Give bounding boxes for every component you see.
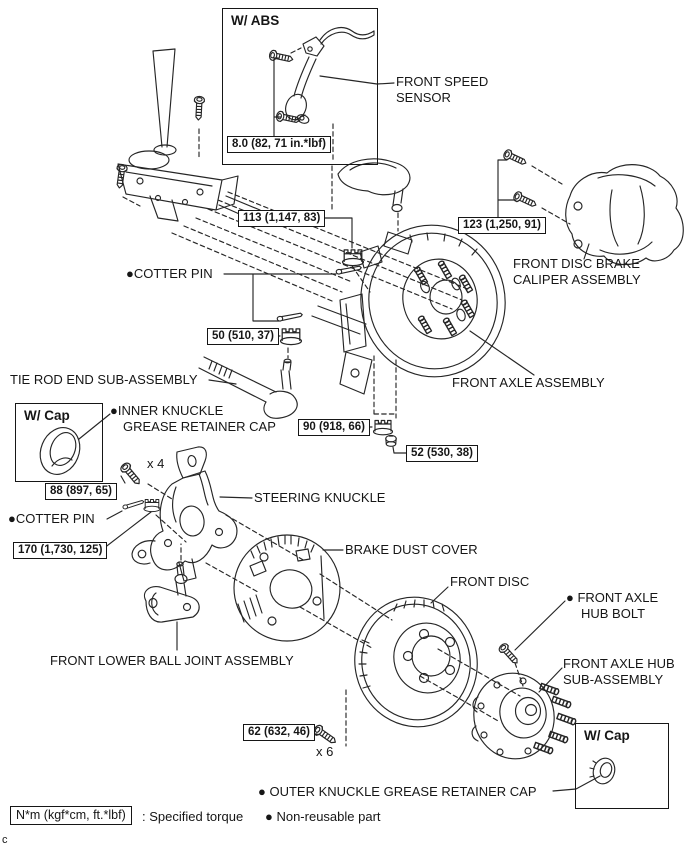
label-cotter-pin-lower: ●COTTER PIN	[8, 511, 95, 526]
torque-speed-sensor: 8.0 (82, 71 in.*lbf)	[227, 136, 331, 153]
knuckle-bolt-x4	[118, 460, 173, 500]
hub-bolt-art	[496, 600, 566, 687]
inner-cap-inset-box: W/ Cap	[15, 403, 103, 482]
label-lower-ball-joint: FRONT LOWER BALL JOINT ASSEMBLY	[50, 653, 294, 668]
legend-torque-desc: : Specified torque	[142, 809, 244, 824]
outer-grease-cap-art	[552, 757, 616, 792]
legend-torque-box: N*m (kgf*cm, ft.*lbf)	[10, 806, 132, 825]
label-front-axle-assembly: FRONT AXLE ASSEMBLY	[452, 375, 605, 390]
front-disc-art	[299, 573, 521, 728]
label-brake-dust-cover: BRAKE DUST COVER	[345, 542, 478, 557]
torque-123: 123 (1,250, 91)	[458, 217, 547, 234]
axle-beam	[171, 191, 471, 335]
cotter-pin-lower-art	[106, 499, 145, 520]
multiplier-x6: x 6	[316, 744, 334, 759]
label-hub-sub-assembly: FRONT AXLE HUB SUB-ASSEMBLY	[563, 656, 675, 687]
label-front-disc: FRONT DISC	[450, 574, 530, 589]
lower-ball-joint-art	[143, 543, 200, 651]
shock-absorber-strut	[117, 48, 239, 222]
legend-nonreusable: ● Non-reusable part	[265, 809, 381, 824]
label-caliper: FRONT DISC BRAKE CALIPER ASSEMBLY	[513, 256, 641, 287]
torque-170: 170 (1,730, 125)	[13, 542, 108, 559]
label-tie-rod-end: TIE ROD END SUB-ASSEMBLY	[10, 372, 198, 387]
inner-cap-inset-title: W/ Cap	[24, 408, 70, 423]
outer-cap-inset-title: W/ Cap	[584, 728, 630, 743]
outer-cap-inset-box: W/ Cap	[575, 723, 669, 809]
cap-nut-52	[385, 434, 407, 454]
label-inner-cap: ●INNER KNUCKLE GREASE RETAINER CAP	[110, 403, 276, 434]
label-outer-cap: ● OUTER KNUCKLE GREASE RETAINER CAP	[258, 784, 537, 799]
torque-52: 52 (530, 38)	[406, 445, 479, 462]
cotter-pins-upper	[223, 265, 363, 322]
label-front-speed-sensor: FRONT SPEED SENSOR	[396, 74, 489, 105]
brake-dust-cover-art	[233, 534, 344, 642]
front-axle-assembly-art	[339, 224, 535, 419]
label-hub-bolt: ● FRONT AXLE HUB BOLT	[566, 590, 659, 621]
torque-62: 62 (632, 46)	[243, 724, 316, 741]
abs-inset-title: W/ ABS	[231, 13, 280, 28]
label-cotter-pin-upper: ●COTTER PIN	[126, 266, 213, 281]
torque-88: 88 (897, 65)	[45, 483, 118, 500]
multiplier-x4: x 4	[147, 456, 165, 471]
steering-knuckle-art	[131, 446, 306, 593]
disc-bolt-x6	[309, 689, 347, 748]
abs-inset-box: W/ ABS	[222, 8, 378, 165]
front-axle-hub-art	[471, 667, 578, 760]
brake-caliper	[497, 147, 684, 266]
torque-90: 90 (918, 66)	[298, 419, 371, 436]
tie-rod-end	[198, 356, 298, 419]
upper-control-arm	[337, 158, 411, 232]
inner-grease-cap-art	[39, 413, 111, 475]
castle-nut-170	[98, 498, 187, 553]
strut-bolts	[113, 95, 206, 207]
page-corner-mark: c	[2, 834, 8, 846]
torque-50: 50 (510, 37)	[207, 328, 280, 345]
label-steering-knuckle: STEERING KNUCKLE	[254, 490, 386, 505]
torque-113: 113 (1,147, 83)	[238, 210, 326, 227]
